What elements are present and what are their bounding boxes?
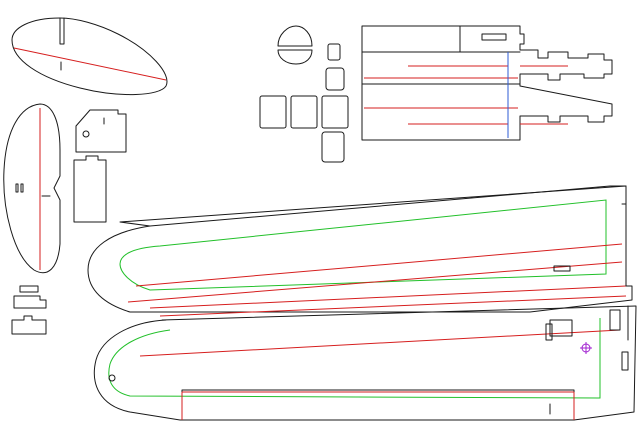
fuselage-side-part: [73, 155, 107, 223]
wing-panel-lower: [93, 305, 637, 421]
fuselage-panel-part: [361, 25, 613, 141]
fin-part: [3, 103, 61, 274]
block-parts: [259, 43, 349, 163]
crosshair-registration-mark: [580, 342, 592, 354]
small-tab-parts: [11, 285, 47, 335]
stabilizer-half-part: [11, 17, 168, 95]
wing-panel-upper: [87, 185, 633, 317]
canopy-dome-part: [277, 25, 313, 65]
bracket-part: [75, 109, 127, 153]
